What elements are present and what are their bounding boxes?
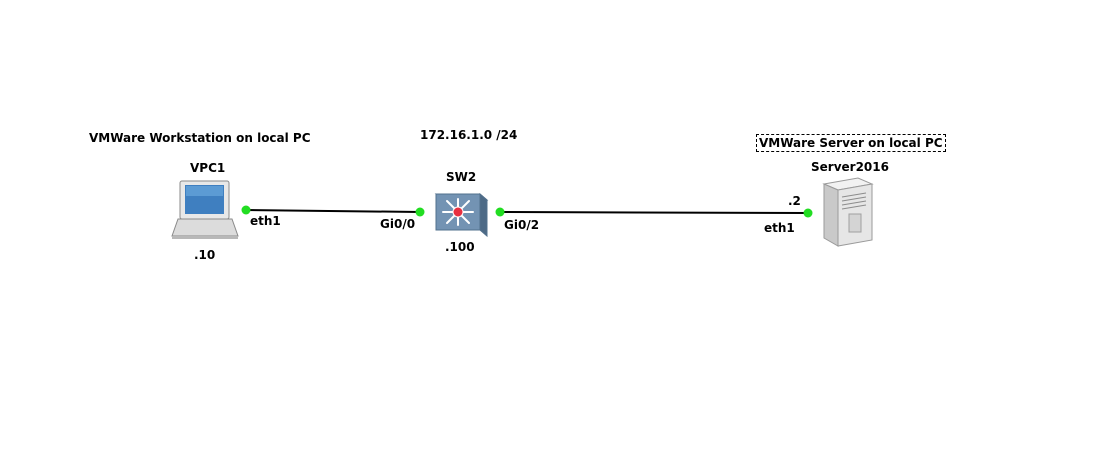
node-name-server[interactable]: Server2016: [811, 160, 889, 174]
port-label-server-eth1: eth1: [764, 221, 795, 235]
address-sw2: .100: [445, 240, 475, 254]
note-server[interactable]: VMWare Server on local PC: [756, 134, 946, 152]
multilayer-switch-icon[interactable]: [434, 192, 489, 238]
port-up-indicator: [241, 205, 251, 215]
address-vpc1: .10: [194, 248, 216, 262]
node-name-vpc1[interactable]: VPC1: [190, 161, 226, 175]
address-server: .2: [788, 194, 801, 208]
port-label-sw2-gi02: Gi0/2: [504, 218, 540, 232]
note-subnet[interactable]: 172.16.1.0 /24: [420, 128, 518, 142]
laptop-icon[interactable]: [171, 180, 239, 239]
port-up-indicator: [803, 208, 813, 218]
port-label-vpc1-eth1: eth1: [250, 214, 281, 228]
port-label-sw2-gi00: Gi0/0: [380, 217, 416, 231]
port-up-indicator: [495, 207, 505, 217]
server-tower-icon[interactable]: [822, 177, 874, 247]
node-name-sw2[interactable]: SW2: [446, 170, 477, 184]
link-vpc1-sw2[interactable]: [245, 209, 421, 213]
note-workstation[interactable]: VMWare Workstation on local PC: [89, 131, 311, 145]
link-sw2-server[interactable]: [499, 211, 809, 214]
port-up-indicator: [415, 207, 425, 217]
